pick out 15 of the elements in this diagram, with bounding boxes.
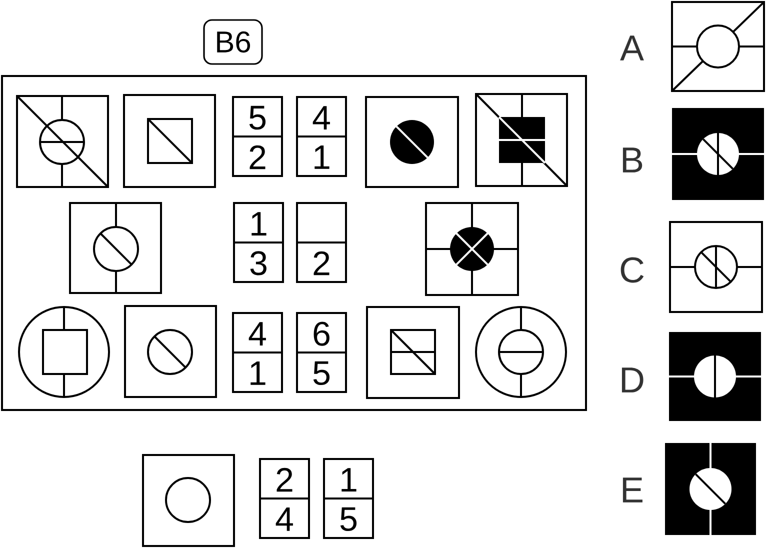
number-card: 4 1 xyxy=(232,312,283,393)
option-letter: B xyxy=(622,148,642,172)
number-card: 1 5 xyxy=(323,458,374,539)
number-card: 2 4 xyxy=(259,458,310,539)
number-card: 1 3 xyxy=(233,202,284,283)
number-card: 5 2 xyxy=(232,96,283,177)
number-card: 6 5 xyxy=(296,312,347,393)
number-card: 4 1 xyxy=(296,96,347,177)
option-letter: D xyxy=(622,368,644,392)
option-letter: E xyxy=(622,478,642,502)
title-box: B6 xyxy=(203,19,263,65)
number-card: 2 xyxy=(296,202,347,283)
frame xyxy=(1,75,587,411)
option-letter: C xyxy=(620,257,644,283)
option-letter: A xyxy=(620,36,644,60)
